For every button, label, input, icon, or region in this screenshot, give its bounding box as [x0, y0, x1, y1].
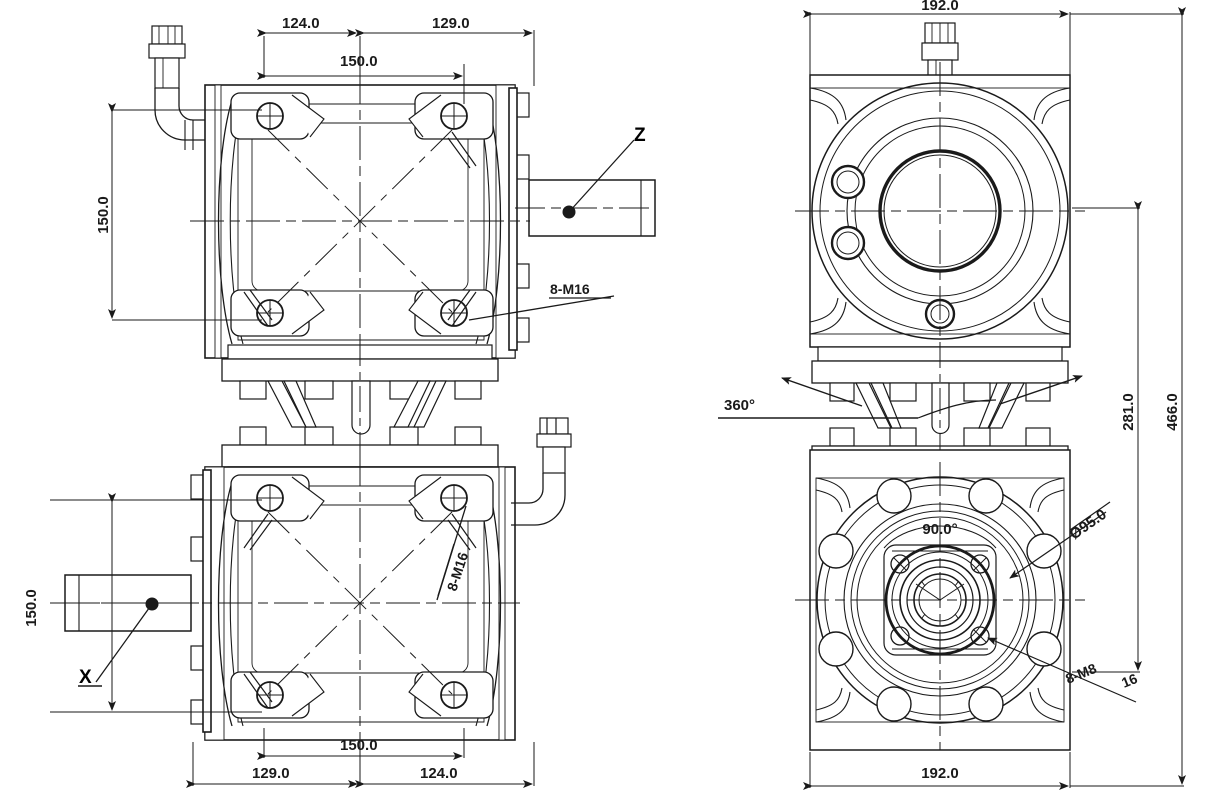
label-90-degrees: 90.0° [922, 521, 957, 538]
mount-boss-group-top-left [230, 92, 494, 337]
breather-fitting-top-left [148, 25, 213, 150]
output-shaft-z [515, 179, 656, 237]
leader-8m16-lower [436, 505, 467, 601]
label-marker-x: X [79, 667, 92, 688]
leader-x [78, 597, 159, 687]
label-marker-z: Z [634, 125, 646, 146]
dimension-group-bottom-left [108, 493, 535, 788]
centerlines-bottom-left [50, 452, 520, 752]
leader-d95 [1009, 501, 1111, 579]
dim-label-124-top: 124.0 [282, 15, 320, 32]
view-top-right [795, 22, 1085, 358]
bolt-hole-circle-bottom-right [818, 478, 1062, 722]
centerlines-top-right [795, 62, 1085, 358]
side-flange-bottom-left [190, 469, 212, 733]
mount-boss-group-bottom-left [230, 474, 494, 719]
leader-z [562, 139, 635, 219]
dim-label-192-top: 192.0 [921, 0, 959, 14]
dim-label-129-bottom: 129.0 [252, 765, 290, 782]
dim-label-150-bottom: 150.0 [340, 737, 378, 754]
centerlines-top-left [190, 70, 530, 370]
label-depth-16: 16 [1119, 670, 1140, 691]
centerlines-bottom-right [795, 462, 1085, 750]
label-360-degrees: 360° [724, 397, 755, 414]
view-bottom-right [795, 449, 1085, 751]
view-top-left [148, 25, 656, 370]
leader-8m16-upper [468, 295, 615, 321]
dim-label-150-left-upper: 150.0 [95, 196, 112, 234]
leader-90 [883, 525, 997, 549]
dim-label-281: 281.0 [1120, 393, 1137, 431]
leader-8m8 [987, 637, 1137, 703]
dim-label-466: 466.0 [1164, 393, 1181, 431]
dim-label-129-top: 129.0 [432, 15, 470, 32]
dim-label-192-bottom: 192.0 [921, 765, 959, 782]
side-flange-top-left [508, 87, 530, 351]
dim-extension-bottom-left [50, 499, 112, 713]
dimension-group-right [803, 7, 1186, 790]
breather-fitting-bottom-left [511, 417, 572, 526]
dim-label-150-left-lower: 150.0 [23, 589, 40, 627]
label-8m16-upper: 8-M16 [550, 281, 590, 297]
leader-360 [718, 375, 1083, 419]
dim-label-124-bottom: 124.0 [420, 765, 458, 782]
dimension-group-top-left [108, 29, 535, 321]
dim-label-150-top: 150.0 [340, 53, 378, 70]
